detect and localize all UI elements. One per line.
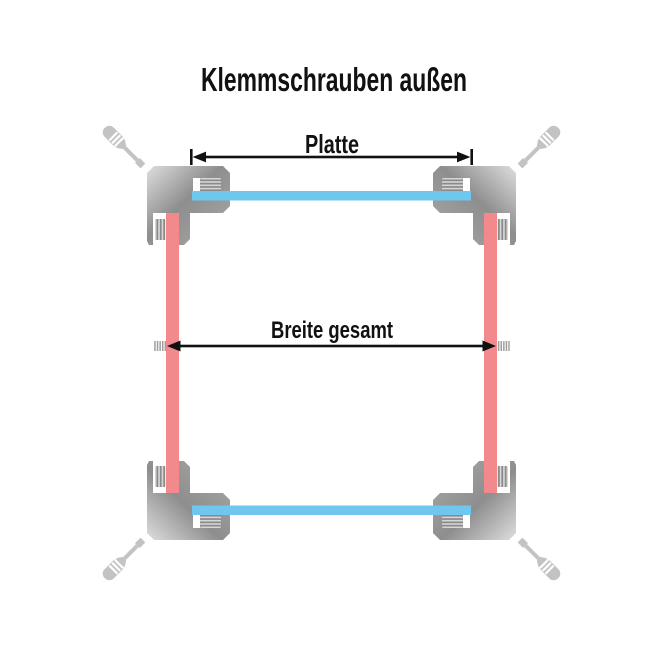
screwdriver-icon-bottom-right — [515, 535, 563, 583]
side-panel-right — [484, 213, 497, 493]
side-panel-left — [166, 213, 179, 493]
glass-plate-top — [192, 191, 471, 201]
outer-screw-thread-right — [497, 341, 510, 351]
corner-clamp-top-left — [147, 166, 230, 245]
screwdriver-icon-top-left — [100, 123, 148, 171]
diagram-title: Klemmschrauben außen — [201, 61, 467, 98]
breite-dimension-arrow — [167, 340, 496, 352]
corner-clamp-bottom-left — [147, 461, 230, 540]
glass-plate-bottom — [192, 505, 471, 515]
corner-clamp-bottom-right — [433, 461, 516, 540]
screwdriver-icon-top-right — [515, 123, 563, 171]
platte-label: Platte — [305, 129, 359, 159]
corner-clamp-top-right — [433, 166, 516, 245]
platte-dimension-arrow — [190, 149, 473, 165]
outer-screw-thread-left — [153, 341, 166, 351]
breite-gesamt-label: Breite gesamt — [271, 317, 393, 344]
screwdriver-icon-bottom-left — [100, 535, 148, 583]
